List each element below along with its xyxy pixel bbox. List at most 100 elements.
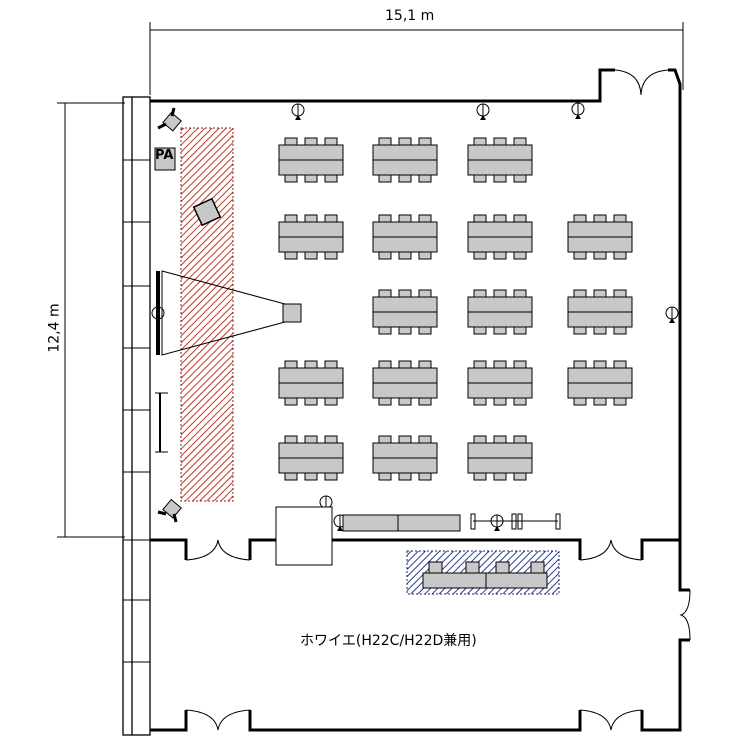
chair: [418, 326, 432, 335]
chair: [284, 174, 298, 183]
chair: [418, 137, 432, 146]
chair: [418, 435, 432, 444]
height-dimension: [57, 102, 125, 538]
left-wall: [122, 96, 151, 736]
table-group: [467, 289, 533, 335]
table-group: [467, 137, 533, 183]
outlet-icon: [291, 103, 305, 120]
lectern: [155, 392, 168, 453]
podium: [192, 197, 222, 227]
chair: [573, 251, 587, 260]
seating-layout: [278, 137, 633, 481]
width-label: 15,1 m: [385, 8, 435, 24]
chair: [473, 397, 487, 406]
chair: [378, 214, 392, 223]
chair: [473, 137, 487, 146]
chair: [493, 289, 507, 298]
chair: [493, 251, 507, 260]
table-group: [467, 360, 533, 406]
chair: [493, 326, 507, 335]
chair: [573, 214, 587, 223]
screen: [151, 270, 302, 356]
chair: [378, 289, 392, 298]
table-group: [567, 289, 633, 335]
table-group: [372, 360, 438, 406]
chair: [513, 137, 527, 146]
chair: [513, 214, 527, 223]
walls: [150, 68, 690, 732]
chair: [398, 251, 412, 260]
chair: [593, 214, 607, 223]
chair: [418, 251, 432, 260]
table-group: [467, 435, 533, 481]
chair: [473, 251, 487, 260]
chair: [418, 472, 432, 481]
chair: [473, 214, 487, 223]
table-group: [278, 214, 344, 260]
chair: [304, 435, 318, 444]
chair: [284, 472, 298, 481]
chair: [398, 397, 412, 406]
chair: [573, 289, 587, 298]
chair: [324, 214, 338, 223]
chair: [493, 435, 507, 444]
chair: [613, 360, 627, 369]
chair: [378, 326, 392, 335]
chair: [473, 360, 487, 369]
outlet-icon: [476, 103, 490, 120]
chair: [304, 214, 318, 223]
chair: [378, 397, 392, 406]
chair: [613, 397, 627, 406]
table-group: [372, 137, 438, 183]
chair: [573, 326, 587, 335]
table-group: [372, 289, 438, 335]
speaker-icon: [157, 107, 182, 132]
chair: [513, 174, 527, 183]
outlet-icon: [490, 514, 504, 531]
chair: [613, 326, 627, 335]
chair: [513, 289, 527, 298]
chair: [378, 435, 392, 444]
chair: [473, 289, 487, 298]
chair: [398, 174, 412, 183]
doors: [185, 69, 691, 731]
chair: [513, 435, 527, 444]
chair: [513, 397, 527, 406]
chair: [398, 214, 412, 223]
chair: [473, 435, 487, 444]
chair: [418, 289, 432, 298]
chair: [398, 137, 412, 146]
chair: [493, 214, 507, 223]
table-group: [278, 137, 344, 183]
outlet-icon: [665, 306, 679, 323]
chair: [573, 360, 587, 369]
chair: [493, 137, 507, 146]
table-group: [372, 435, 438, 481]
chair: [324, 251, 338, 260]
chair: [284, 435, 298, 444]
cabinet: [275, 506, 333, 566]
chair: [284, 397, 298, 406]
chair: [304, 137, 318, 146]
chair: [378, 472, 392, 481]
chair: [398, 360, 412, 369]
chair: [473, 326, 487, 335]
side-table: [342, 514, 461, 532]
partition-rail: [470, 513, 561, 530]
chair: [513, 360, 527, 369]
chair: [593, 251, 607, 260]
chair: [493, 360, 507, 369]
chair: [613, 289, 627, 298]
chair: [398, 326, 412, 335]
table-group: [278, 435, 344, 481]
chair: [378, 174, 392, 183]
chair: [284, 137, 298, 146]
pa-box: [154, 147, 176, 171]
chair: [324, 397, 338, 406]
chair: [304, 360, 318, 369]
chair: [418, 360, 432, 369]
chair: [593, 289, 607, 298]
chair: [284, 360, 298, 369]
